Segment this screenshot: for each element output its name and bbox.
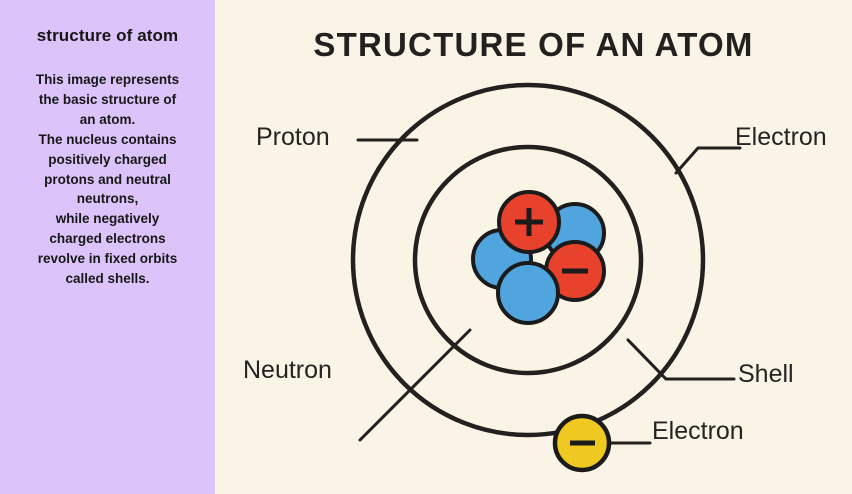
description-line: positively charged (48, 151, 167, 167)
diagram-title: STRUCTURE OF AN ATOM (313, 26, 754, 63)
sidebar-description: This image represents the basic structur… (14, 70, 201, 288)
description-line: This image represents (35, 72, 180, 88)
label-neutron: Neutron (243, 356, 332, 384)
inner-shell-orbit (412, 144, 644, 376)
outer-shell-orbit (350, 82, 706, 438)
description-line: while negatively (55, 211, 160, 227)
label-electron-top: Electron (735, 123, 827, 151)
label-proton: Proton (256, 123, 330, 151)
shell-leader-line (626, 338, 736, 381)
description-line: neutrons, (76, 191, 139, 207)
description-line: the basic structure of (38, 92, 177, 108)
neutron-particle (496, 261, 560, 325)
description-line: charged electrons (49, 231, 166, 247)
label-electron-bottom: Electron (652, 417, 744, 445)
label-shell: Shell (738, 360, 794, 388)
diagram-panel: STRUCTURE OF AN ATOM (215, 0, 852, 494)
description-line: called shells. (65, 270, 150, 286)
description-line: revolve in fixed orbits (37, 250, 178, 266)
sidebar-title: structure of atom (36, 26, 179, 45)
description-line: protons and neutral (44, 171, 171, 187)
description-line: an atom. (79, 112, 136, 128)
neutron-leader-line (358, 328, 472, 442)
electron-top-leader-line (674, 146, 742, 175)
atom-diagram (350, 82, 742, 473)
description-line: The nucleus contains (38, 131, 177, 147)
caption-sidebar: structure of atom This image represents … (0, 0, 215, 494)
